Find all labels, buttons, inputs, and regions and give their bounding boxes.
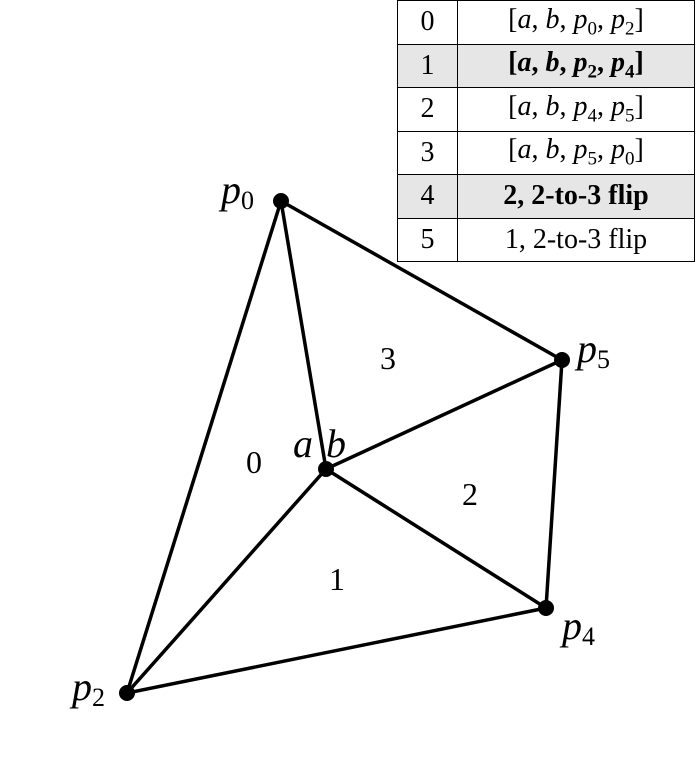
- vertex-ab: [318, 461, 334, 477]
- entry-part: ,: [559, 47, 574, 79]
- entry-part: p2: [573, 47, 598, 84]
- row-index: 3: [397, 130, 458, 175]
- vertex-p4: [538, 600, 554, 616]
- row-index: 4: [397, 174, 458, 219]
- entry-part: [: [508, 134, 518, 166]
- entry-part: ,: [531, 3, 546, 35]
- entry-part: ,: [597, 90, 611, 122]
- entry-part: p4: [611, 47, 635, 84]
- edge-ab-p2: [125, 467, 328, 695]
- entry-part: b: [545, 3, 560, 35]
- entry-part: a: [517, 90, 532, 122]
- edge-p5-p4: [544, 358, 564, 610]
- entry-part: ,: [559, 3, 574, 35]
- edge-p0-p2: [125, 199, 283, 695]
- edge-ab-p5: [324, 358, 564, 471]
- row-entry: [a, b, p0, p2]: [457, 0, 695, 45]
- table-row: 1[a, b, p2, p4]: [397, 43, 695, 88]
- row-index: 1: [397, 43, 458, 88]
- entry-part: p0: [573, 3, 598, 40]
- entry-part: p4: [573, 90, 598, 127]
- entry-part: ,: [531, 134, 546, 166]
- entry-part: ,: [597, 47, 611, 79]
- table-row: 0[a, b, p0, p2]: [397, 0, 695, 45]
- entry-part: b: [545, 134, 560, 166]
- row-entry: [a, b, p5, p0]: [457, 130, 695, 175]
- vertex-p2: [119, 685, 135, 701]
- entry-part: p5: [611, 90, 635, 127]
- entry-part: b: [545, 90, 560, 122]
- entry-part: a: [517, 134, 532, 166]
- table-row: 4 2, 2-to-3 flip: [397, 174, 695, 219]
- entry-part: ]: [634, 134, 644, 166]
- row-entry: 2, 2-to-3 flip: [457, 174, 695, 219]
- row-entry: 1, 2-to-3 flip: [457, 217, 695, 262]
- entry-part: p2: [611, 3, 635, 40]
- edge-p2-p4: [125, 606, 548, 695]
- entry-part: [: [508, 90, 518, 122]
- entry-part: a: [517, 3, 532, 35]
- entry-part: ,: [597, 134, 611, 166]
- row-index: 0: [397, 0, 458, 45]
- stack-table: 0[a, b, p0, p2]1[a, b, p2, p4]2[a, b, p4…: [397, 0, 695, 262]
- row-index: 5: [397, 217, 458, 262]
- entry-part: p0: [611, 134, 635, 171]
- entry-part: ]: [634, 90, 644, 122]
- table-row: 5 1, 2-to-3 flip: [397, 217, 695, 262]
- label-b: b: [326, 421, 346, 466]
- label-p2: p2: [69, 664, 105, 712]
- region-label-2: 2: [462, 476, 478, 512]
- entry-part: ,: [559, 90, 574, 122]
- entry-part: p5: [573, 134, 598, 171]
- entry-part: 1, 2-to-3 flip: [504, 223, 648, 255]
- table-row: 2[a, b, p4, p5]: [397, 87, 695, 132]
- entry-part: ,: [559, 134, 574, 166]
- row-index: 2: [397, 87, 458, 132]
- entry-part: [: [508, 3, 518, 35]
- edge-p0-ab: [279, 199, 328, 471]
- entry-part: ]: [634, 47, 644, 79]
- label-p4: p4: [559, 603, 595, 651]
- row-entry: [a, b, p2, p4]: [457, 43, 695, 88]
- edge-ab-p4: [324, 467, 548, 610]
- entry-part: a: [517, 47, 532, 79]
- entry-part: b: [545, 47, 560, 79]
- region-label-3: 3: [380, 340, 396, 376]
- region-label-0: 0: [246, 444, 262, 480]
- region-label-1: 1: [329, 561, 345, 597]
- entry-part: ,: [531, 47, 546, 79]
- entry-part: 2, 2-to-3 flip: [503, 180, 649, 212]
- label-p0: p0: [218, 167, 254, 215]
- entry-part: ,: [531, 90, 546, 122]
- entry-part: ]: [634, 3, 644, 35]
- label-a: a: [293, 421, 313, 466]
- table-row: 3[a, b, p5, p0]: [397, 130, 695, 175]
- edge-p0-p5: [279, 199, 564, 362]
- vertex-p5: [554, 352, 570, 368]
- label-p5: p5: [574, 326, 610, 374]
- entry-part: [: [508, 47, 518, 79]
- entry-part: ,: [597, 3, 611, 35]
- vertex-p0: [273, 193, 289, 209]
- row-entry: [a, b, p4, p5]: [457, 87, 695, 132]
